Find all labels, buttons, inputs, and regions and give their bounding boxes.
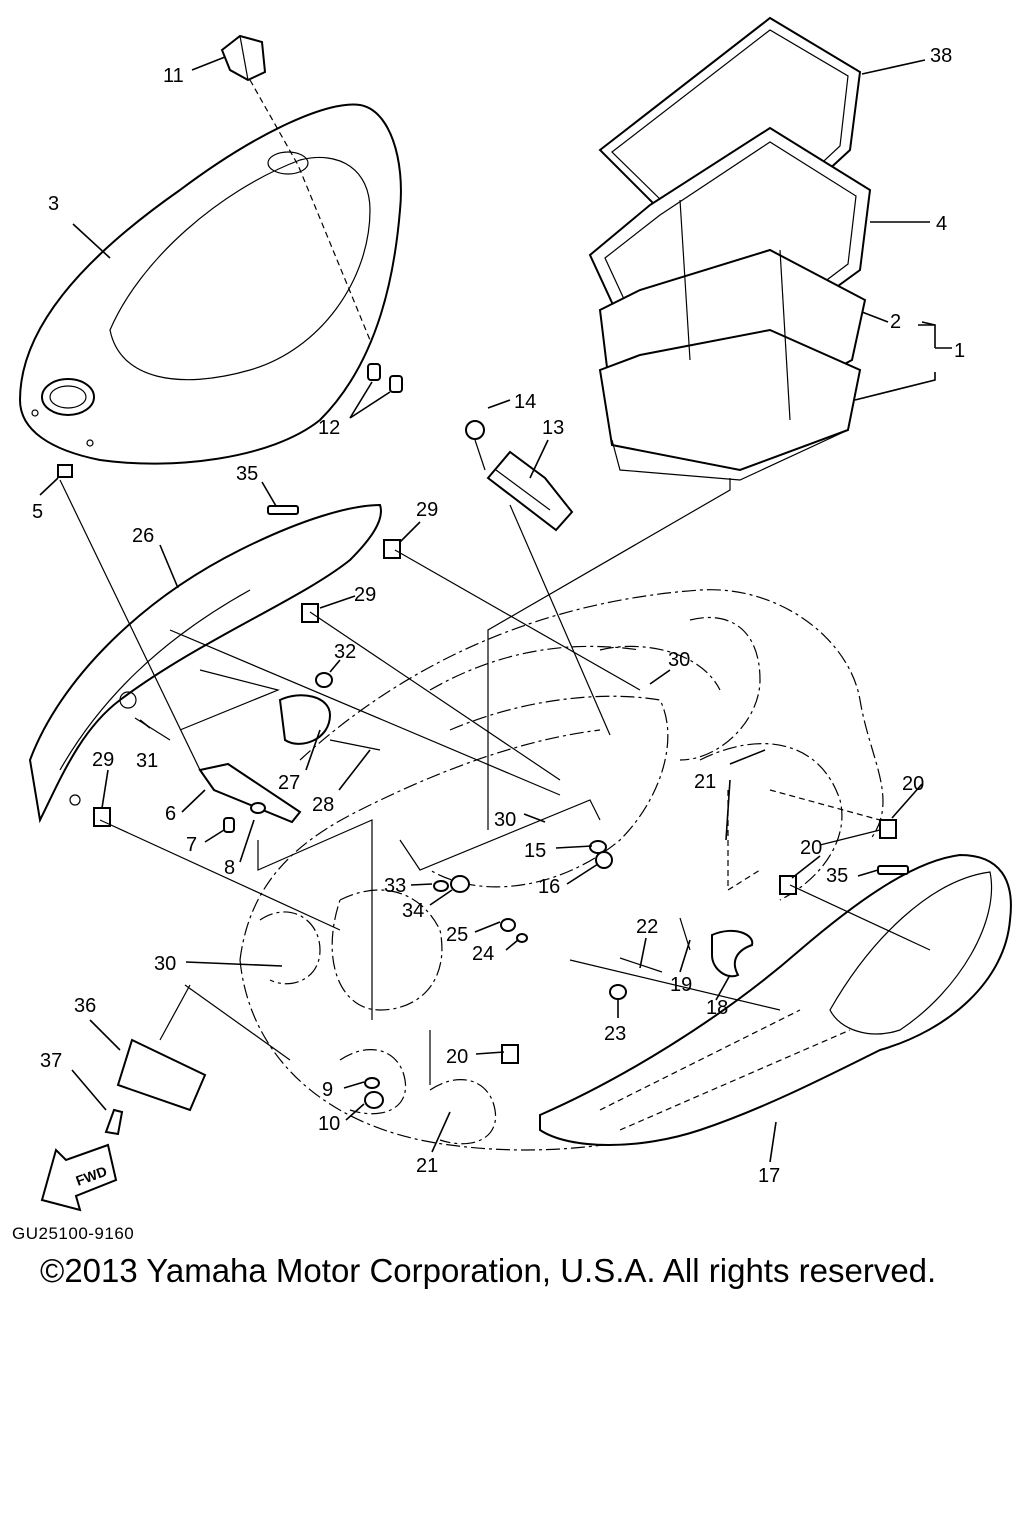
callout-31: 31 [136,750,158,772]
callout-20a: 20 [902,773,924,795]
callout-25: 25 [446,924,468,946]
callout-37: 37 [40,1050,62,1072]
callout-22: 22 [636,916,658,938]
storage-bin [588,16,872,481]
callout-21b: 21 [416,1155,438,1177]
callout-18: 18 [706,997,728,1019]
leader-lines [59,478,931,1085]
callout-7: 7 [186,834,197,856]
callout-30b: 30 [494,809,516,831]
callout-33: 33 [384,875,406,897]
screw-part-12 [367,363,403,393]
callout-19: 19 [670,974,692,996]
callout-6: 6 [165,803,176,825]
hood-cover [18,103,402,465]
callout-3: 3 [48,193,59,215]
callout-13: 13 [542,417,564,439]
callout-numbers: 1 2 3 4 5 6 7 8 9 10 11 12 13 14 15 16 1… [32,45,965,1187]
copyright-notice: ©2013 Yamaha Motor Corporation, U.S.A. A… [40,1252,937,1289]
diagram-code: GU25100-9160 [12,1224,135,1243]
callout-32: 32 [334,641,356,663]
cushion-part-18 [711,929,754,978]
callout-4: 4 [936,213,947,235]
callout-28: 28 [312,794,334,816]
callout-5: 5 [32,501,43,523]
callout-29a: 29 [416,499,438,521]
callout-27: 27 [278,772,300,794]
callout-26: 26 [132,525,154,547]
callout-35b: 35 [826,865,848,887]
callout-23: 23 [604,1023,626,1045]
callout-30a: 30 [668,649,690,671]
callout-12: 12 [318,417,340,439]
parts-diagram: FWD [18,16,1012,1212]
callout-14: 14 [514,391,536,413]
callout-21a: 21 [694,771,716,793]
callout-24: 24 [472,943,494,965]
callout-11: 11 [163,65,184,87]
latch-part [220,34,267,82]
callout-36: 36 [74,995,96,1017]
callout-8: 8 [224,857,235,879]
callout-34: 34 [402,900,424,922]
callout-20b: 20 [800,837,822,859]
callout-29c: 29 [92,749,114,771]
callout-2: 2 [890,311,901,333]
callout-20c: 20 [446,1046,468,1068]
callout-38: 38 [930,45,952,67]
callout-leaders [39,56,952,1163]
callout-1: 1 [954,340,965,362]
bracket-part-6 [198,762,302,824]
callout-30c: 30 [154,953,176,975]
callout-15: 15 [524,840,546,862]
rivet-part-37 [104,1108,124,1136]
callout-17: 17 [758,1165,780,1187]
fwd-arrow-icon: FWD [40,1143,118,1212]
hardware-parts [57,464,909,1109]
right-side-cover [539,853,1012,1146]
cushion-part-27 [278,694,332,745]
callout-29b: 29 [354,584,376,606]
callout-9: 9 [322,1079,333,1101]
left-side-cover [28,503,382,824]
callout-35a: 35 [236,463,258,485]
bracket-part-13 [465,420,574,532]
callout-10: 10 [318,1113,340,1135]
decal-part-36 [116,1038,207,1112]
callout-16: 16 [538,876,560,898]
